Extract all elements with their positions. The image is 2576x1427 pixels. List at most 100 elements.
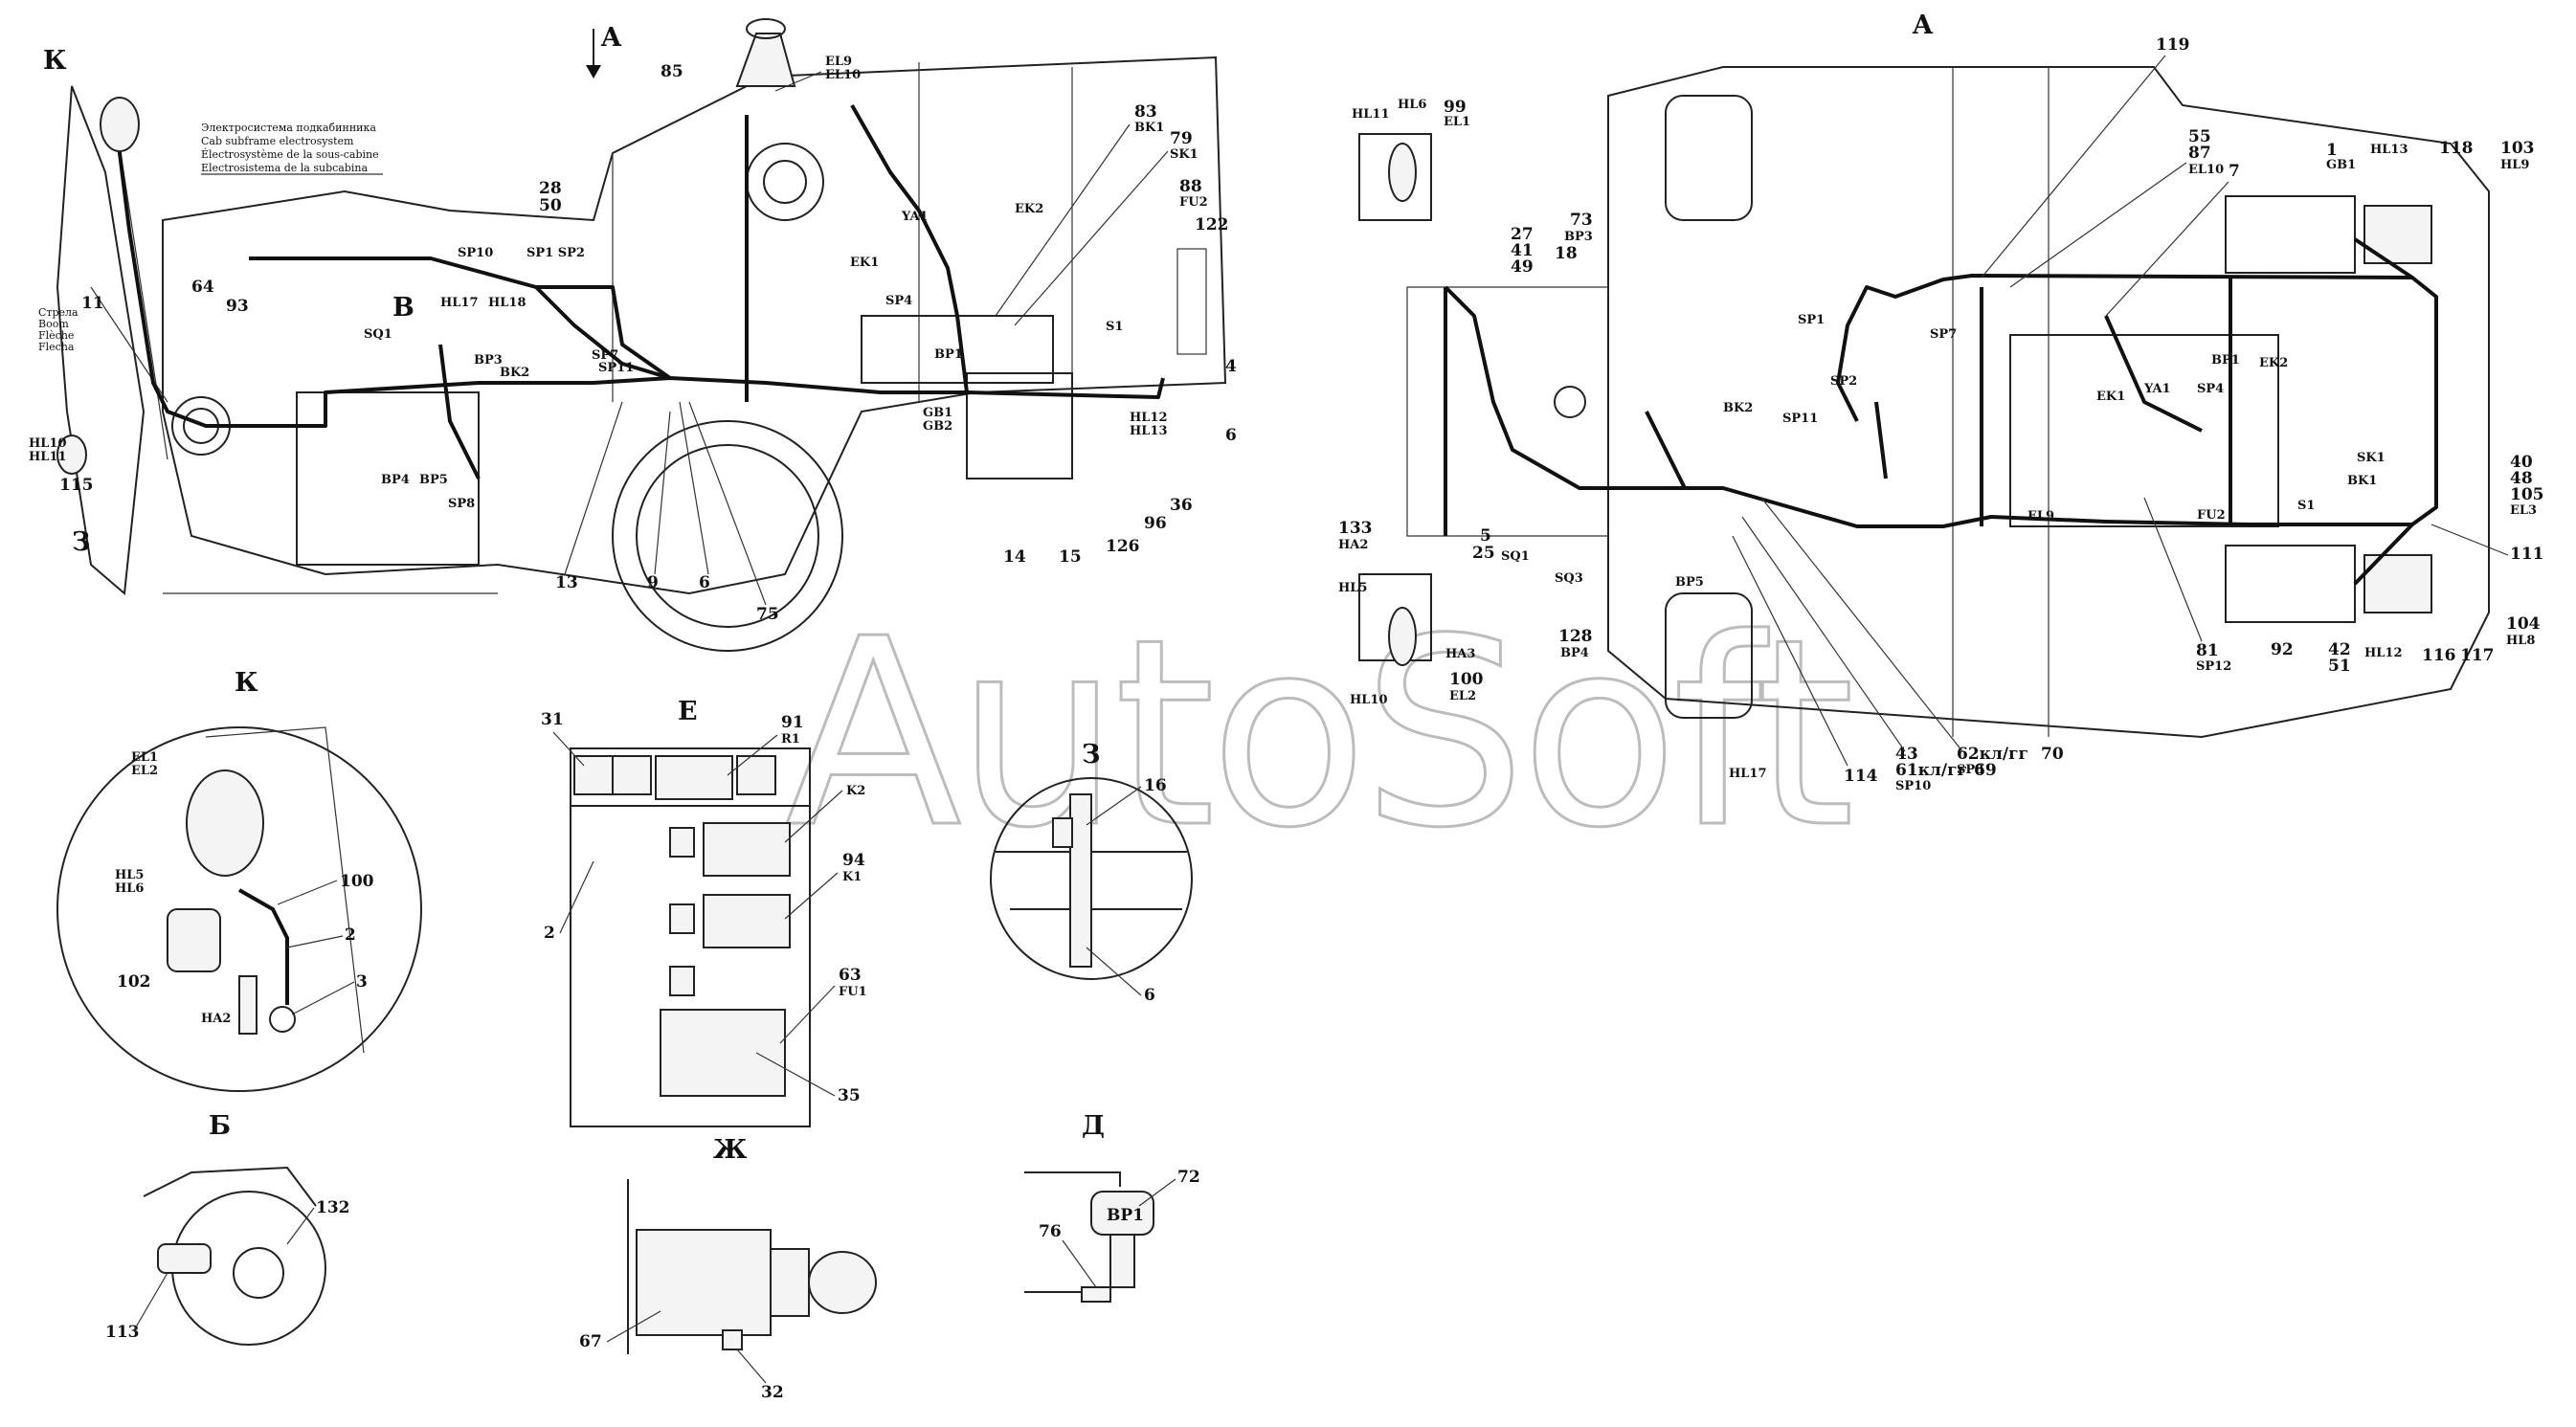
d-callout-72: 72: [1177, 1168, 1200, 1187]
e-callout-2: 2: [544, 924, 555, 943]
callout-111: 111: [2510, 545, 2544, 564]
callout-hl18: HL18: [488, 296, 526, 310]
callout-ya1: YA1: [901, 210, 929, 224]
callout-6a: 6: [1225, 426, 1237, 445]
view-label-a-arrow: A: [600, 23, 622, 53]
callout-103: 103: [2500, 139, 2535, 158]
callout-61: 61кл/гг: [1895, 761, 1967, 780]
callout-hl5-top: HL5: [1338, 581, 1367, 595]
callout-128: 128: [1558, 627, 1593, 646]
callout-bk1-top: BK1: [2347, 474, 2377, 488]
callout-sp4: SP4: [885, 294, 912, 308]
callout-15: 15: [1059, 547, 1082, 567]
callout-42: 42: [2328, 640, 2351, 659]
callout-88: 88: [1179, 177, 1202, 196]
callout-133: 133: [1338, 519, 1373, 538]
e-callout-fu1: FU1: [839, 985, 867, 999]
callout-sp12: SP12: [2196, 659, 2231, 674]
k-callout-3: 3: [356, 972, 368, 992]
e-callout-94: 94: [842, 851, 865, 870]
callout-s1-top: S1: [2297, 499, 2315, 513]
callout-116: 116: [2422, 646, 2456, 665]
callout-1: 1: [2326, 141, 2338, 160]
callout-51: 51: [2328, 657, 2351, 676]
zh-callout-67: 67: [579, 1332, 602, 1351]
watermark: AutoSoft: [785, 583, 1850, 884]
side-view: К A В З Электросистема подкабинника Cab …: [29, 18, 1237, 652]
view-label-zh-detail: Ж: [713, 1135, 748, 1165]
callout-100-top: 100: [1449, 670, 1484, 689]
d-callout-bp1: BP1: [1107, 1206, 1144, 1225]
detail-b: Б 132 113: [105, 1111, 350, 1346]
callout-50: 50: [539, 196, 562, 215]
e-callout-k2: K2: [846, 784, 865, 798]
callout-13: 13: [555, 573, 578, 592]
callout-bp4-side: BP4: [381, 473, 410, 487]
view-label-k-detail: К: [235, 668, 258, 698]
callout-bp5-top: BP5: [1675, 575, 1704, 590]
callout-5: 5: [1480, 526, 1491, 546]
subframe-title-es: Electrosistema de la subcabina: [201, 162, 368, 174]
callout-sq1-side: SQ1: [364, 327, 392, 342]
callout-sp2-top: SP2: [1830, 374, 1857, 389]
callout-sp10-top: SP10: [1895, 779, 1931, 793]
callout-el3: EL3: [2510, 503, 2537, 518]
callout-85: 85: [661, 62, 683, 81]
boom-note-ru: Стрела: [38, 306, 78, 319]
subframe-title-ru: Электросистема подкабинника: [201, 122, 376, 134]
callout-gb2-side: GB2: [923, 419, 952, 434]
boom-note-es: Flecha: [38, 341, 75, 353]
callout-sq1-top: SQ1: [1501, 549, 1530, 564]
b-callout-132: 132: [316, 1198, 350, 1217]
view-label-a-top: A: [1912, 11, 1934, 40]
callout-hl11-side: HL11: [29, 450, 67, 464]
callout-hl13-top: HL13: [2370, 143, 2408, 157]
callout-bk2-top: BK2: [1723, 401, 1753, 415]
callout-ek2: EK2: [1015, 202, 1043, 216]
detail-d: Д BP1 72 76: [1024, 1111, 1200, 1303]
e-callout-35: 35: [838, 1086, 861, 1105]
view-label-d-detail: Д: [1082, 1111, 1105, 1141]
callout-14: 14: [1003, 547, 1026, 567]
k-callout-el1: EL1: [131, 750, 158, 765]
subframe-title-fr: Électrosystème de la sous-cabine: [201, 147, 379, 161]
callout-7: 7: [2229, 162, 2240, 181]
callout-hl13-side: HL13: [1130, 424, 1168, 438]
callout-sp4-top: SP4: [2197, 382, 2224, 396]
e-callout-31: 31: [541, 710, 564, 729]
callout-6b: 6: [699, 573, 710, 592]
callout-70: 70: [2041, 745, 2064, 764]
callout-el1-top: EL1: [1444, 115, 1470, 129]
callout-bp1-top: BP1: [2211, 353, 2240, 368]
callout-36: 36: [1170, 496, 1193, 515]
k-callout-2: 2: [345, 925, 356, 945]
callout-104: 104: [2506, 614, 2541, 634]
callout-bk2-side: BK2: [500, 366, 529, 380]
callout-119: 119: [2156, 35, 2190, 55]
callout-hl9: HL9: [2500, 158, 2529, 172]
callout-fu2: FU2: [1179, 195, 1208, 210]
callout-sp7-side: SP7: [592, 348, 618, 363]
boom-note-en: Boom: [38, 318, 69, 330]
view-label-b-detail: Б: [209, 1111, 231, 1141]
callout-sp1-sp2: SP1 SP2: [526, 246, 585, 260]
callout-55: 55: [2188, 127, 2211, 146]
callout-sq3: SQ3: [1555, 571, 1583, 586]
callout-69: 69: [1974, 761, 1997, 780]
callout-49: 49: [1511, 257, 1534, 277]
callout-75: 75: [756, 605, 779, 624]
callout-62: 62кл/гг: [1957, 745, 2028, 764]
k-callout-ha2: HA2: [201, 1012, 231, 1026]
view-label-v-side: В: [392, 293, 414, 323]
view-label-z-detail: З: [1082, 740, 1100, 769]
callout-73: 73: [1570, 211, 1593, 230]
top-callouts: HL11 HL6 99 EL1 27 41 49 73 BP3 18 119 5…: [1338, 35, 2544, 793]
callout-gb1-top: GB1: [2326, 158, 2356, 172]
e-callout-r1: R1: [781, 732, 800, 747]
callout-28: 28: [539, 179, 562, 198]
callout-bp4-top: BP4: [1560, 646, 1589, 660]
callout-hl12-top: HL12: [2364, 646, 2403, 660]
callout-el10-top: EL10: [2188, 163, 2224, 177]
e-callout-k1: K1: [842, 870, 862, 884]
